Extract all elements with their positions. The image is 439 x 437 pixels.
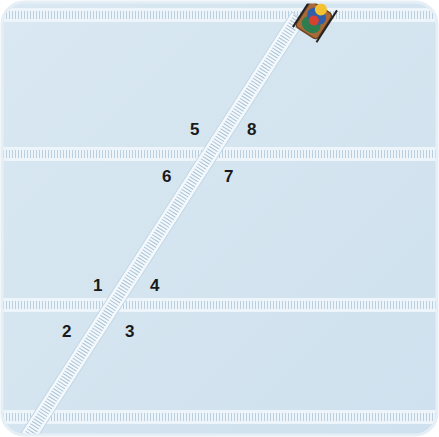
- horizontal-track: [2, 8, 437, 22]
- angle-number: 4: [150, 277, 159, 294]
- rider-head: [313, 2, 330, 18]
- rider-head: [307, 14, 321, 28]
- diagonal-track: [21, 12, 305, 435]
- sled-base: [295, 2, 333, 40]
- track-band: [2, 298, 437, 312]
- angle-number: 7: [224, 168, 233, 185]
- track-ribs: [2, 413, 437, 421]
- horizontal-track: [2, 410, 437, 424]
- track-band: [2, 410, 437, 424]
- angle-number: 6: [162, 168, 171, 185]
- track-ribs: [2, 301, 437, 309]
- angle-number: 3: [125, 323, 134, 340]
- angle-number: 2: [62, 323, 71, 340]
- sled: [293, 2, 337, 42]
- track-band: [21, 12, 305, 435]
- angle-number: 8: [247, 121, 256, 138]
- track-ribs: [28, 16, 298, 435]
- track-ribs: [2, 11, 437, 19]
- angle-number: 5: [190, 121, 199, 138]
- horizontal-track: [2, 298, 437, 312]
- track-band: [2, 8, 437, 22]
- angle-number: 1: [93, 277, 102, 294]
